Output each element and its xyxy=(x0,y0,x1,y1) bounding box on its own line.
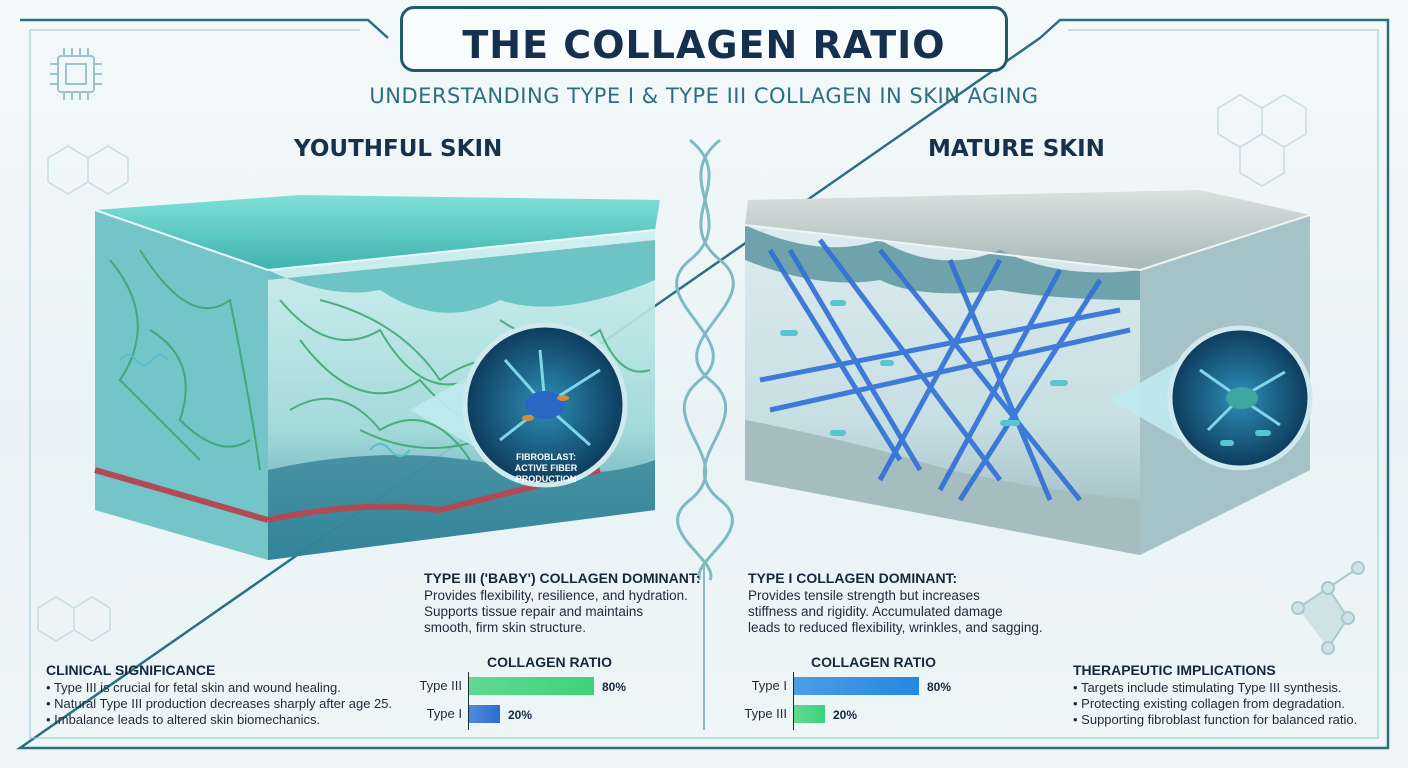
youthful-bar-label-2: Type I xyxy=(426,706,462,721)
fibroblast-callout-youthful xyxy=(410,322,628,488)
clinical-note-2: Natural Type III production decreases sh… xyxy=(46,696,416,712)
mature-panel-title: MATURE SKIN xyxy=(928,136,1105,162)
therapeutic-note-2: Protecting existing collagen from degrad… xyxy=(1073,696,1373,712)
mature-bar-label-1: Type I xyxy=(751,678,787,693)
mature-bar-value-2: 20% xyxy=(833,708,858,722)
therapeutic-note-1: Targets include stimulating Type III syn… xyxy=(1073,680,1373,696)
mature-ratio-title: COLLAGEN RATIO xyxy=(811,654,936,670)
youthful-panel-title: YOUTHFUL SKIN xyxy=(294,136,503,162)
youthful-bar-value-2: 20% xyxy=(508,708,533,722)
mature-bar-type-iii xyxy=(794,705,825,723)
callout-line-2: ACTIVE FIBER xyxy=(514,463,578,473)
mature-description-line-1: Provides tensile strength but increases xyxy=(748,588,980,603)
therapeutic-implications-heading: THERAPEUTIC IMPLICATIONS xyxy=(1073,662,1276,678)
callout-line-3: PRODUCTION xyxy=(515,474,577,484)
youthful-description: TYPE III ('BABY') COLLAGEN DOMINANT: Pro… xyxy=(424,570,704,636)
mature-description-line-2: stiffness and rigidity. Accumulated dama… xyxy=(748,604,1003,619)
callout-line-1: FIBROBLAST: xyxy=(516,452,576,462)
title-banner: THE COLLAGEN RATIO xyxy=(400,6,1008,72)
youthful-bar-type-iii xyxy=(469,677,594,695)
therapeutic-implications: THERAPEUTIC IMPLICATIONS Targets include… xyxy=(1073,662,1373,728)
page-subtitle: UNDERSTANDING TYPE I & TYPE III COLLAGEN… xyxy=(369,84,1039,108)
therapeutic-note-3: Supporting fibroblast function for balan… xyxy=(1073,712,1373,728)
youthful-description-line-3: smooth, firm skin structure. xyxy=(424,620,587,635)
mature-description-line-3: leads to reduced flexibility, wrinkles, … xyxy=(748,620,1043,635)
fibroblast-callout-label: FIBROBLAST: ACTIVE FIBER PRODUCTION xyxy=(508,452,584,485)
page-title: THE COLLAGEN RATIO xyxy=(462,23,946,67)
youthful-bar-label-1: Type III xyxy=(419,678,462,693)
dna-helix-icon xyxy=(675,138,735,581)
youthful-description-line-2: Supports tissue repair and maintains xyxy=(424,604,644,619)
youthful-ratio-axis xyxy=(468,672,469,730)
clinical-significance-heading: CLINICAL SIGNIFICANCE xyxy=(46,662,216,678)
youthful-description-line-1: Provides flexibility, resilience, and hy… xyxy=(424,588,688,603)
mature-skin-block xyxy=(744,190,1311,555)
decorative-frame xyxy=(16,18,1390,750)
mature-bar-value-1: 80% xyxy=(927,680,952,694)
mature-bar-type-i xyxy=(794,677,919,695)
molecule-icon xyxy=(1291,561,1365,655)
youthful-bar-value-1: 80% xyxy=(602,680,627,694)
clinical-significance: CLINICAL SIGNIFICANCE Type III is crucia… xyxy=(46,662,416,728)
clinical-note-3: Imbalance leads to altered skin biomecha… xyxy=(46,712,416,728)
youthful-bar-type-i xyxy=(469,705,500,723)
mature-description-heading: TYPE I COLLAGEN DOMINANT: xyxy=(748,570,958,586)
youthful-ratio-title: COLLAGEN RATIO xyxy=(487,654,612,670)
mature-bar-label-2: Type III xyxy=(744,706,787,721)
chip-icon xyxy=(50,48,102,100)
fibroblast-callout-mature xyxy=(1110,325,1313,471)
mature-description: TYPE I COLLAGEN DOMINANT: Provides tensi… xyxy=(748,570,1048,636)
clinical-note-1: Type III is crucial for fetal skin and w… xyxy=(46,680,416,696)
panel-divider xyxy=(703,560,705,730)
mature-ratio-axis xyxy=(793,672,794,730)
youthful-description-heading: TYPE III ('BABY') COLLAGEN DOMINANT: xyxy=(424,570,701,586)
